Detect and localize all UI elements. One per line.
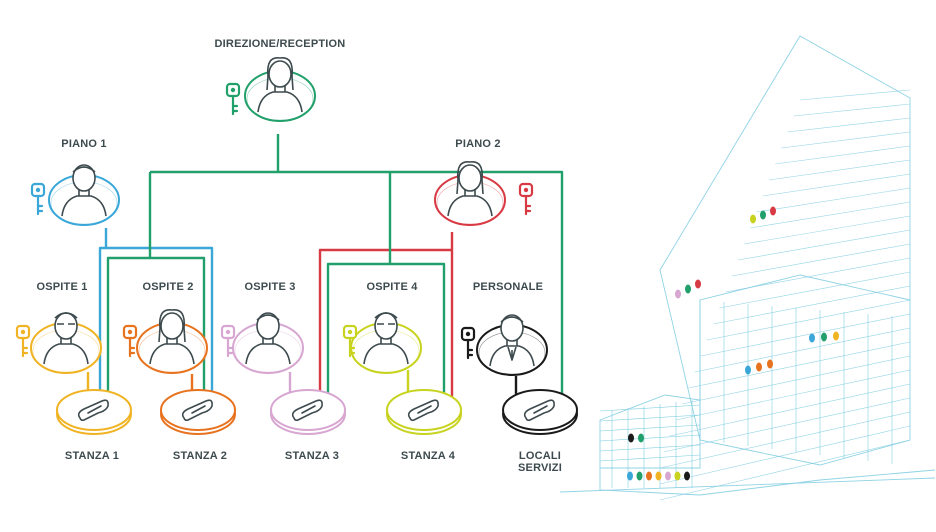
ospite1-node xyxy=(30,312,102,374)
ospite3-node xyxy=(232,312,304,374)
lock-icon xyxy=(523,399,555,422)
ospite2-node xyxy=(136,309,208,374)
reception-connector xyxy=(106,134,564,400)
piano1-node xyxy=(48,164,120,226)
ospite1-label: OSPITE 1 xyxy=(36,281,88,293)
piano2-label: PIANO 2 xyxy=(455,138,501,150)
ospite2-label: OSPITE 2 xyxy=(142,281,194,293)
stanza1-lock-node xyxy=(56,389,132,435)
key-icon xyxy=(518,182,534,216)
key-icon xyxy=(225,82,241,116)
lock-icon xyxy=(181,399,213,422)
piano1-label: PIANO 1 xyxy=(61,138,107,150)
piano2-node xyxy=(434,161,506,226)
stanza2-label: STANZA 2 xyxy=(172,450,228,462)
lock-icon xyxy=(77,399,109,422)
person-icon xyxy=(363,312,409,365)
personale-label: PERSONALE xyxy=(472,281,544,293)
person-icon xyxy=(447,161,493,217)
piano2-connector xyxy=(318,232,454,398)
locali-servizi-lock-node xyxy=(502,389,578,435)
key-icon xyxy=(460,326,476,360)
lock-icon xyxy=(291,399,323,422)
hotel-building-illustration xyxy=(559,35,936,496)
stanza2-lock-node xyxy=(160,389,236,435)
person-icon xyxy=(149,309,195,365)
connector-lines xyxy=(86,134,564,400)
person-icon xyxy=(245,312,291,365)
stanza4-lock-node xyxy=(386,389,462,435)
personale-node xyxy=(476,314,548,376)
person-icon xyxy=(489,314,535,367)
locali-label-line1: LOCALI xyxy=(518,450,562,462)
ospite4-node xyxy=(350,312,422,374)
key-icon xyxy=(15,324,31,358)
key-icon xyxy=(30,182,46,216)
stanza4-label: STANZA 4 xyxy=(400,450,456,462)
piano1-connector xyxy=(98,228,214,398)
person-icon xyxy=(61,164,107,217)
person-icon xyxy=(43,312,89,365)
building-facade-lines xyxy=(599,89,911,501)
ospite3-label: OSPITE 3 xyxy=(244,281,296,293)
stanza3-lock-node xyxy=(270,389,346,435)
stanza3-label: STANZA 3 xyxy=(284,450,340,462)
locali-label-line2: SERVIZI xyxy=(518,462,562,474)
stanza1-label: STANZA 1 xyxy=(64,450,120,462)
reception-node xyxy=(244,57,316,122)
person-icon xyxy=(257,57,303,113)
lock-icon xyxy=(407,399,439,422)
key-icon xyxy=(220,324,236,358)
key-icon xyxy=(122,324,138,358)
ospite4-label: OSPITE 4 xyxy=(366,281,418,293)
locali-servizi-label: LOCALI SERVIZI xyxy=(518,450,562,474)
key-icon xyxy=(342,324,358,358)
reception-label: DIREZIONE/RECEPTION xyxy=(214,38,346,50)
building-colored-dots xyxy=(627,206,839,481)
